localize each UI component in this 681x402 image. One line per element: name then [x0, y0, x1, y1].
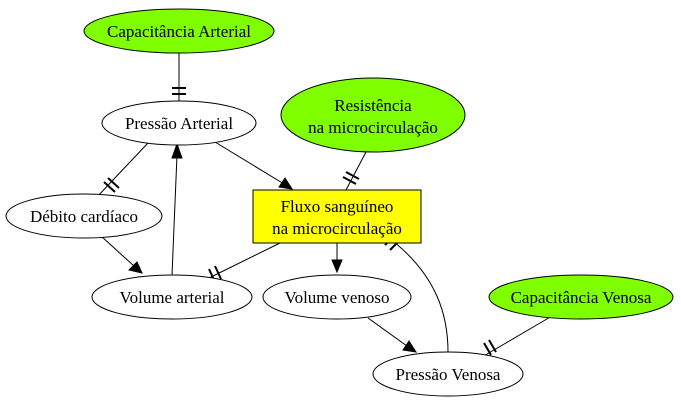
- node-label-line2: na microcirculação: [272, 219, 402, 238]
- node-volume-arterial: Volume arterial: [91, 274, 253, 320]
- edge-volume-venoso-to-pressao-venosa: [367, 317, 418, 353]
- node-label: Volume arterial: [120, 288, 225, 307]
- node-debito-cardiaco: Débito cardíaco: [5, 193, 163, 239]
- node-label: Capacitância Arterial: [107, 22, 251, 41]
- edge-volume-arterial-to-pressao-arterial: [171, 142, 183, 276]
- node-label-line1: Fluxo sanguíneo: [281, 197, 394, 216]
- node-resistencia: Resistência na microcirculação: [280, 77, 466, 153]
- node-fluxo: Fluxo sanguíneo na microcirculação: [252, 189, 422, 244]
- node-label-line2: na microcirculação: [308, 118, 438, 137]
- node-volume-venoso: Volume venoso: [262, 274, 412, 320]
- edge-fluxo-to-volume-arterial: [204, 242, 281, 283]
- node-label: Capacitância Venosa: [511, 288, 652, 307]
- node-capacitancia-venosa: Capacitância Venosa: [488, 274, 674, 320]
- node-label: Pressão Arterial: [125, 114, 233, 133]
- node-label: Volume venoso: [285, 288, 390, 307]
- node-capacitancia-arterial: Capacitância Arterial: [83, 8, 275, 54]
- edge-capacitancia-venosa-to-pressao-venosa: [481, 315, 553, 358]
- edge-fluxo-to-volume-venoso: [331, 243, 343, 274]
- edge-capacitancia-arterial-to-pressao-arterial: [172, 52, 186, 101]
- node-label: Débito cardíaco: [30, 207, 138, 226]
- node-pressao-venosa: Pressão Venosa: [372, 351, 524, 397]
- node-label: Pressão Venosa: [396, 365, 501, 384]
- edge-resistencia-to-fluxo: [342, 151, 367, 191]
- node-label-line1: Resistência: [334, 96, 412, 115]
- node-pressao-arterial: Pressão Arterial: [101, 100, 257, 146]
- edge-pressao-arterial-to-fluxo: [214, 141, 294, 190]
- edge-debito-cardiaco-to-volume-arterial: [100, 235, 143, 274]
- edge-pressao-arterial-to-debito-cardiaco: [95, 142, 149, 199]
